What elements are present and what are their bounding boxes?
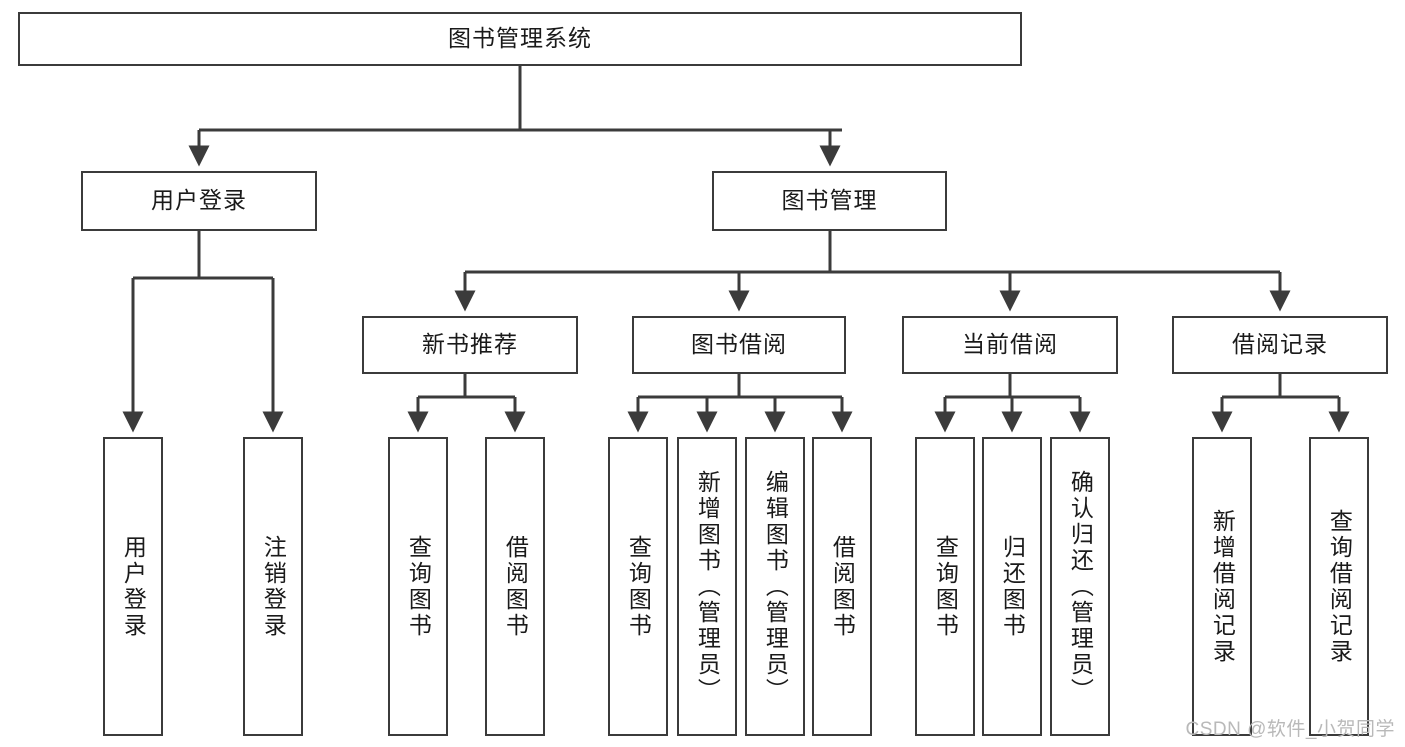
leaf-label: 用户登录 [120, 534, 147, 639]
leaf-label: 查询图书 [625, 534, 652, 639]
leaf-label: 注销登录 [260, 534, 287, 639]
node-root[interactable]: 图书管理系统 [18, 12, 1022, 66]
node-book-management[interactable]: 图书管理 [712, 171, 947, 231]
leaf-label: 查询图书 [932, 534, 959, 639]
leaf-logout[interactable]: 注销登录 [243, 437, 303, 736]
leaf-add-book-admin[interactable]: 新增图书（管理员） [677, 437, 737, 736]
leaf-label: 编辑图书（管理员） [762, 469, 789, 704]
leaf-label: 借阅图书 [502, 534, 529, 639]
leaf-borrow-book[interactable]: 借阅图书 [812, 437, 872, 736]
leaf-confirm-return-admin[interactable]: 确认归还（管理员） [1050, 437, 1110, 736]
leaf-label: 新增图书（管理员） [694, 469, 721, 704]
leaf-label: 新增借阅记录 [1209, 508, 1236, 665]
leaf-label: 借阅图书 [829, 534, 856, 639]
leaf-user-login[interactable]: 用户登录 [103, 437, 163, 736]
leaf-query-book-recommend[interactable]: 查询图书 [388, 437, 448, 736]
leaf-label: 归还图书 [999, 534, 1026, 639]
leaf-query-borrow-record[interactable]: 查询借阅记录 [1309, 437, 1369, 736]
csdn-watermark: CSDN @软件_小贺同学 [1185, 719, 1395, 740]
leaf-add-borrow-record[interactable]: 新增借阅记录 [1192, 437, 1252, 736]
node-borrow-record[interactable]: 借阅记录 [1172, 316, 1388, 374]
leaf-label: 确认归还（管理员） [1067, 469, 1094, 704]
leaf-query-book-current[interactable]: 查询图书 [915, 437, 975, 736]
node-book-borrow[interactable]: 图书借阅 [632, 316, 846, 374]
node-current-borrow[interactable]: 当前借阅 [902, 316, 1118, 374]
node-user-login[interactable]: 用户登录 [81, 171, 317, 231]
leaf-label: 查询图书 [405, 534, 432, 639]
leaf-edit-book-admin[interactable]: 编辑图书（管理员） [745, 437, 805, 736]
leaf-return-book[interactable]: 归还图书 [982, 437, 1042, 736]
node-new-book-recommend[interactable]: 新书推荐 [362, 316, 578, 374]
leaf-label: 查询借阅记录 [1326, 508, 1353, 665]
leaf-query-book[interactable]: 查询图书 [608, 437, 668, 736]
leaf-borrow-book-recommend[interactable]: 借阅图书 [485, 437, 545, 736]
